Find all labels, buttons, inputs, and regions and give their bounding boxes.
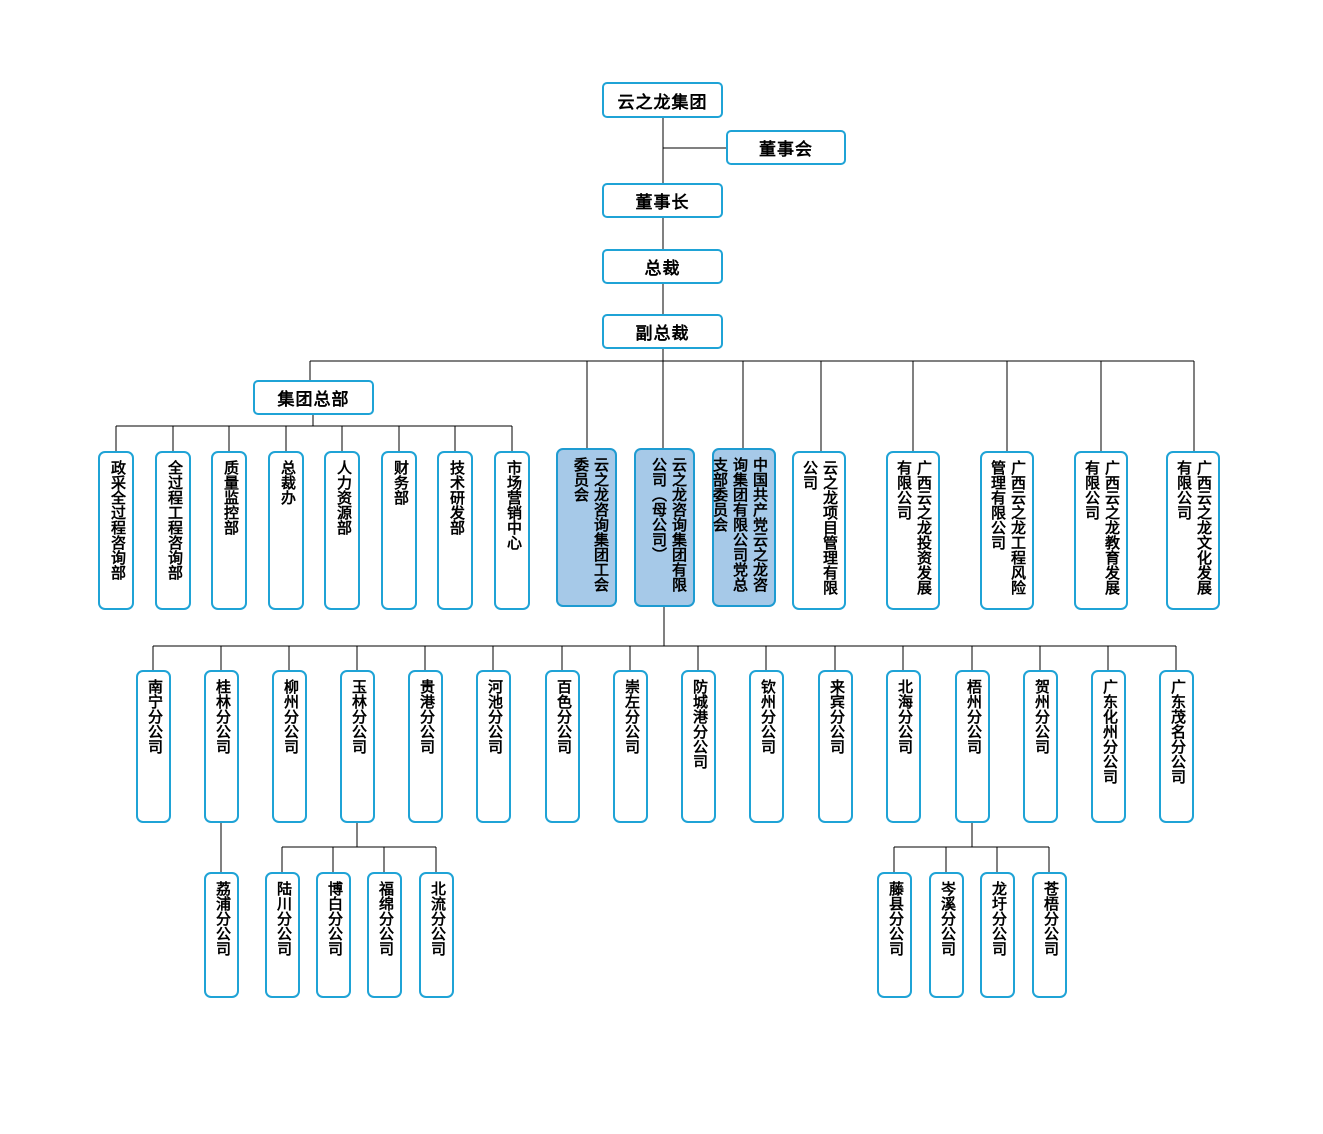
- sub-branch-node: 陆川分公司: [265, 872, 300, 998]
- sub-branch-node: 龙圩分公司: [980, 872, 1015, 998]
- president-node: 总裁: [602, 249, 723, 284]
- branch-node: 防城港分公司: [681, 670, 716, 823]
- dept-node: 质量监控部: [211, 451, 247, 610]
- unit-node: 广西云之龙投资发展有限公司: [886, 451, 940, 610]
- branch-node: 崇左分公司: [613, 670, 648, 823]
- unit-node: 云之龙咨询集团有限公司（母公司）: [634, 448, 695, 607]
- chairman-node: 董事长: [602, 183, 723, 218]
- unit-node: 云之龙项目管理有限公司: [792, 451, 846, 610]
- sub-branch-node: 福绵分公司: [367, 872, 402, 998]
- branch-node: 百色分公司: [545, 670, 580, 823]
- unit-node: 中国共产党云之龙咨询集团有限公司党总支部委员会: [711, 448, 776, 607]
- branch-node: 桂林分公司: [204, 670, 239, 823]
- sub-branch-node: 岑溪分公司: [929, 872, 964, 998]
- unit-node: 云之龙咨询集团工会委员会: [556, 448, 617, 607]
- unit-node: 广西云之龙工程风险管理有限公司: [980, 451, 1034, 610]
- branch-node: 广东茂名分公司: [1159, 670, 1194, 823]
- branch-node: 河池分公司: [476, 670, 511, 823]
- branch-node: 钦州分公司: [749, 670, 784, 823]
- group-node: 云之龙集团: [602, 82, 723, 118]
- hq-node: 集团总部: [253, 380, 374, 415]
- sub-branch-node: 苍梧分公司: [1032, 872, 1067, 998]
- branch-node: 柳州分公司: [272, 670, 307, 823]
- branch-node: 广东化州分公司: [1091, 670, 1126, 823]
- vice-president-node: 副总裁: [602, 314, 723, 349]
- dept-node: 总裁办: [268, 451, 304, 610]
- dept-node: 市场营销中心: [494, 451, 530, 610]
- dept-node: 财务部: [381, 451, 417, 610]
- branch-node: 贵港分公司: [408, 670, 443, 823]
- sub-branch-node: 荔浦分公司: [204, 872, 239, 998]
- branch-node: 北海分公司: [886, 670, 921, 823]
- branch-node: 玉林分公司: [340, 670, 375, 823]
- branch-node: 梧州分公司: [955, 670, 990, 823]
- dept-node: 人力资源部: [324, 451, 360, 610]
- sub-branch-node: 藤县分公司: [877, 872, 912, 998]
- board-node: 董事会: [726, 130, 846, 165]
- dept-node: 全过程工程咨询部: [155, 451, 191, 610]
- sub-branch-node: 北流分公司: [419, 872, 454, 998]
- branch-node: 南宁分公司: [136, 670, 171, 823]
- unit-node: 广西云之龙教育发展有限公司: [1074, 451, 1128, 610]
- dept-node: 技术研发部: [437, 451, 473, 610]
- sub-branch-node: 博白分公司: [316, 872, 351, 998]
- unit-node: 广西云之龙文化发展有限公司: [1166, 451, 1220, 610]
- branch-node: 来宾分公司: [818, 670, 853, 823]
- branch-node: 贺州分公司: [1023, 670, 1058, 823]
- dept-node: 政采全过程咨询部: [98, 451, 134, 610]
